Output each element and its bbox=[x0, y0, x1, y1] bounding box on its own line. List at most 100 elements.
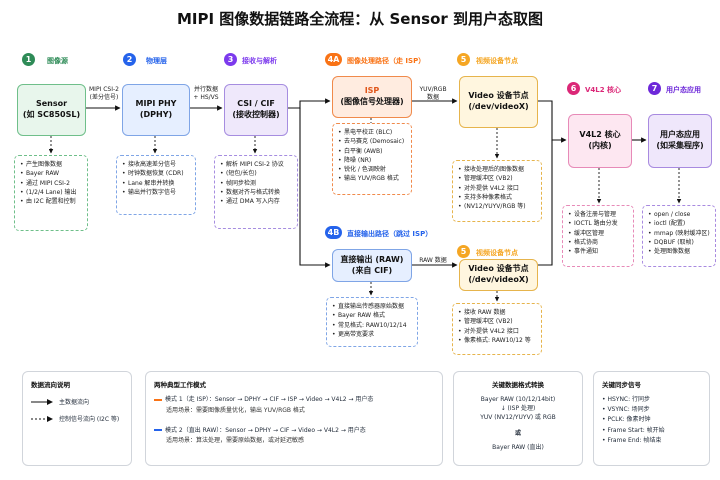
csi-box: CSI / CIF (接收控制器) bbox=[224, 84, 288, 136]
detail-item: DQBUF (取帧) bbox=[648, 238, 711, 248]
stage-label-4b: 直接输出路径（跳过 ISP） bbox=[347, 230, 433, 238]
format-line-4: Bayer RAW (直出) bbox=[492, 444, 544, 451]
raw-output-details: 直接输出传感器原始数据 Bayer RAW 格式 常见格式: RAW10/12/… bbox=[326, 297, 418, 347]
detail-item: 设备注册与管理 bbox=[568, 210, 629, 220]
detail-item: 事件通知 bbox=[568, 247, 629, 257]
detail-item: 锐化 / 色调映射 bbox=[338, 165, 407, 175]
user-app-title: 用户态应用 bbox=[660, 130, 700, 140]
video-node-a-details: 接收处理后的图像数据 管理缓冲区 (VB2) 对外提供 V4L2 接口 支持多种… bbox=[452, 160, 542, 222]
stage-label-3: 接收与解析 bbox=[242, 57, 277, 65]
legend-main-flow: 主数据流向 bbox=[31, 397, 123, 406]
arrow-video-b-v4l2 bbox=[538, 140, 553, 266]
stage-badge-5b: 5 bbox=[457, 245, 470, 258]
detail-item: Lane 解串并转换 bbox=[122, 179, 191, 189]
sync-item: PCLK: 像素时钟 bbox=[602, 415, 701, 425]
csi-box-title: CSI / CIF bbox=[237, 99, 275, 109]
detail-item: 管理缓冲区 (VB2) bbox=[458, 317, 537, 327]
sensor-box-subtitle: (如 SC850SL) bbox=[22, 110, 81, 119]
detail-item: 输出 YUV/RGB 格式 bbox=[338, 174, 407, 184]
detail-item: (1/2/4 Lane) 输出 bbox=[20, 188, 83, 198]
stage-badge-4b: 4B bbox=[325, 226, 342, 239]
isp-box-subtitle: (图像信号处理器) bbox=[340, 97, 404, 106]
sync-panel: 关键同步信号 HSYNC: 行同步 VSYNC: 场同步 PCLK: 像素时钟 … bbox=[593, 371, 710, 466]
detail-item: 由 I2C 配置和控制 bbox=[20, 197, 83, 207]
sensor-box-title: Sensor bbox=[35, 99, 68, 109]
stage-badge-6: 6 bbox=[567, 82, 580, 95]
user-app-details: open / close ioctl (配置) mmap (映射缓冲区) DQB… bbox=[642, 205, 716, 267]
detail-item: 常见格式: RAW10/12/14 bbox=[332, 321, 413, 331]
arrow-csi-isp bbox=[288, 98, 331, 109]
detail-item: 产生图像数据 bbox=[20, 160, 83, 170]
detail-item: 数据对齐与格式转换 bbox=[220, 188, 293, 198]
format-line-2: ↓ (ISP 处理) bbox=[500, 405, 536, 412]
stage-label-5a: 视频设备节点 bbox=[476, 57, 518, 65]
label-isp-video: YUV/RGB 数据 bbox=[419, 86, 447, 101]
video-node-b-details: 接收 RAW 数据 管理缓冲区 (VB2) 对外提供 V4L2 接口 像素格式:… bbox=[452, 303, 542, 355]
stage-badge-7: 7 bbox=[648, 82, 661, 95]
modes-panel: 两种典型工作模式 模式 1（走 ISP）：Sensor → DPHY → CIF… bbox=[145, 371, 443, 466]
dashed-arrow-icon bbox=[31, 415, 53, 422]
mode-1: 模式 1（走 ISP）：Sensor → DPHY → CIF → ISP → … bbox=[154, 395, 434, 405]
label-phy-csi: 并行数据 + HS/VS bbox=[193, 86, 219, 101]
detail-item: 降噪 (NR) bbox=[338, 156, 407, 166]
format-or: 或 bbox=[514, 430, 521, 437]
mode-1-scene: 适用场景：需要图像质量优化，输出 YUV/RGB 格式 bbox=[166, 406, 305, 414]
stage-label-1: 图像源 bbox=[47, 57, 68, 65]
isp-box-title: ISP bbox=[364, 86, 380, 96]
sync-item: Frame Start: 帧开始 bbox=[602, 426, 701, 436]
detail-item: (短包/长包) bbox=[220, 169, 293, 179]
detail-item: 处理图像数据 bbox=[648, 247, 711, 257]
v4l2-core-title: V4L2 核心 bbox=[579, 130, 621, 140]
detail-item: 去马赛克 (Demosaic) bbox=[338, 137, 407, 147]
detail-item: 通过 DMA 写入内存 bbox=[220, 197, 293, 207]
detail-item: 时钟数据恢复 (CDR) bbox=[122, 169, 191, 179]
sync-item: Frame End: 帧结束 bbox=[602, 436, 701, 446]
detail-item: 像素格式: RAW10/12 等 bbox=[458, 336, 537, 346]
stage-label-5b: 视频设备节点 bbox=[476, 249, 518, 257]
detail-item: 输出并行数字信号 bbox=[122, 188, 191, 198]
detail-item: 接收处理后的图像数据 bbox=[458, 165, 537, 175]
sync-title: 关键同步信号 bbox=[602, 381, 641, 389]
detail-item: open / close bbox=[648, 210, 711, 220]
detail-item: Bayer RAW bbox=[20, 169, 83, 179]
detail-item: 解析 MIPI CSI-2 协议 bbox=[220, 160, 293, 170]
detail-item: 更高带宽要求 bbox=[332, 330, 413, 340]
stage-badge-2: 2 bbox=[123, 53, 136, 66]
detail-item: (NV12/YUYV/RGB 等) bbox=[458, 202, 537, 212]
isp-details: 黑电平校正 (BLC) 去马赛克 (Demosaic) 白平衡 (AWB) 降噪… bbox=[332, 123, 412, 195]
detail-item: 黑电平校正 (BLC) bbox=[338, 128, 407, 138]
user-app-box: 用户态应用 (如采集程序) bbox=[648, 114, 712, 168]
arrow-video-a-v4l2 bbox=[538, 100, 567, 143]
legend-panel: 数据流向说明 主数据流向 控制信号流向 (I2C 等) bbox=[22, 371, 132, 466]
detail-item: 支持多种像素格式 bbox=[458, 193, 537, 203]
raw-output-box: 直接输出 (RAW) (来自 CIF) bbox=[332, 249, 412, 282]
detail-item: IOCTL 路由分发 bbox=[568, 219, 629, 229]
mode-2-scene: 适用场景：算法处理，需要原始数据，或对延迟敏感 bbox=[166, 437, 305, 445]
stage-label-6: V4L2 核心 bbox=[585, 86, 622, 94]
phy-box: MIPI PHY (DPHY) bbox=[122, 84, 190, 136]
formats-title: 关键数据格式转换 bbox=[492, 381, 544, 389]
detail-item: 缓冲区管理 bbox=[568, 229, 629, 239]
sensor-details: 产生图像数据 Bayer RAW 通过 MIPI CSI-2 (1/2/4 La… bbox=[14, 155, 88, 231]
video-node-b-title: Video 设备节点 bbox=[468, 264, 529, 274]
stage-label-2: 物理层 bbox=[146, 57, 167, 65]
video-node-a-title: Video 设备节点 bbox=[468, 91, 529, 101]
label-raw-video: RAW 数据 bbox=[419, 257, 447, 264]
v4l2-core-details: 设备注册与管理 IOCTL 路由分发 缓冲区管理 格式协商 事件通知 bbox=[562, 205, 634, 267]
sync-item: VSYNC: 场同步 bbox=[602, 405, 701, 415]
raw-output-subtitle: (来自 CIF) bbox=[351, 265, 393, 275]
video-node-b-subtitle: (/dev/videoX) bbox=[468, 275, 529, 284]
stage-badge-1: 1 bbox=[22, 53, 35, 66]
phy-details: 接收高速差分信号 时钟数据恢复 (CDR) Lane 解串并转换 输出并行数字信… bbox=[116, 155, 196, 215]
detail-item: 格式协商 bbox=[568, 238, 629, 248]
detail-item: 通过 MIPI CSI-2 bbox=[20, 179, 83, 189]
detail-item: Bayer RAW 格式 bbox=[332, 311, 413, 321]
detail-item: ioctl (配置) bbox=[648, 219, 711, 229]
csi-details: 解析 MIPI CSI-2 协议 (短包/长包) 帧同步检测 数据对齐与格式转换… bbox=[214, 155, 298, 229]
stage-badge-3: 3 bbox=[224, 53, 237, 66]
isp-box: ISP (图像信号处理器) bbox=[332, 76, 412, 118]
phy-box-title: MIPI PHY bbox=[135, 99, 177, 109]
arrow-csi-raw bbox=[299, 108, 331, 268]
modes-title: 两种典型工作模式 bbox=[154, 381, 206, 389]
v4l2-core-subtitle: (内核) bbox=[588, 141, 612, 150]
